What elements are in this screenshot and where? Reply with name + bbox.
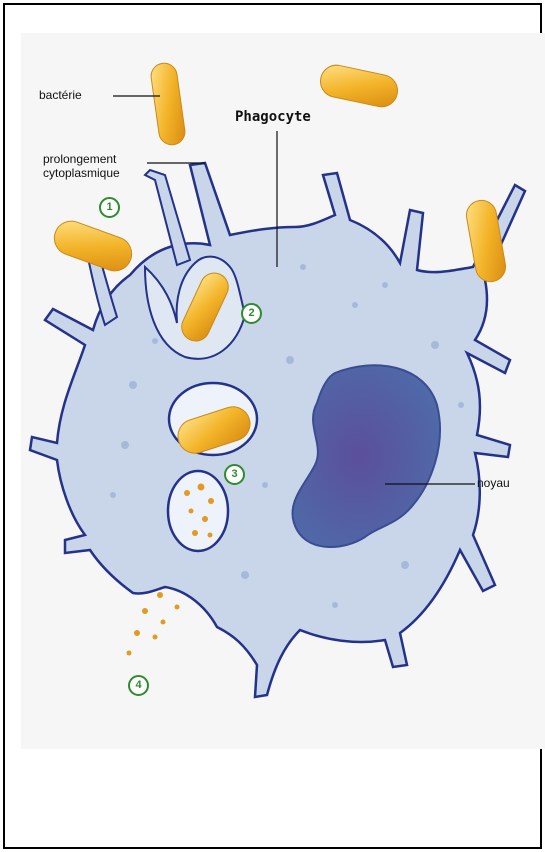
step-2-badge: 2 xyxy=(241,303,262,324)
phagolysosome xyxy=(168,471,228,551)
label-nucleus: noyau xyxy=(477,477,510,490)
label-bacteria: bactérie xyxy=(39,89,82,102)
label-extension-line1: prolongement xyxy=(43,153,116,166)
bacterium-top-right xyxy=(318,62,401,110)
phagocyte-illustration xyxy=(5,5,544,851)
bacterium-top xyxy=(149,62,186,147)
step-4-badge: 4 xyxy=(128,675,149,696)
expelled-debris xyxy=(127,592,180,656)
step-3-badge: 3 xyxy=(224,464,245,485)
label-extension-line2: cytoplasmique xyxy=(43,167,120,180)
diagram-title: Phagocyte xyxy=(235,109,311,125)
step-1-badge: 1 xyxy=(99,197,120,218)
page-frame: Phagocyte bactérie prolongement cytoplas… xyxy=(3,3,542,849)
